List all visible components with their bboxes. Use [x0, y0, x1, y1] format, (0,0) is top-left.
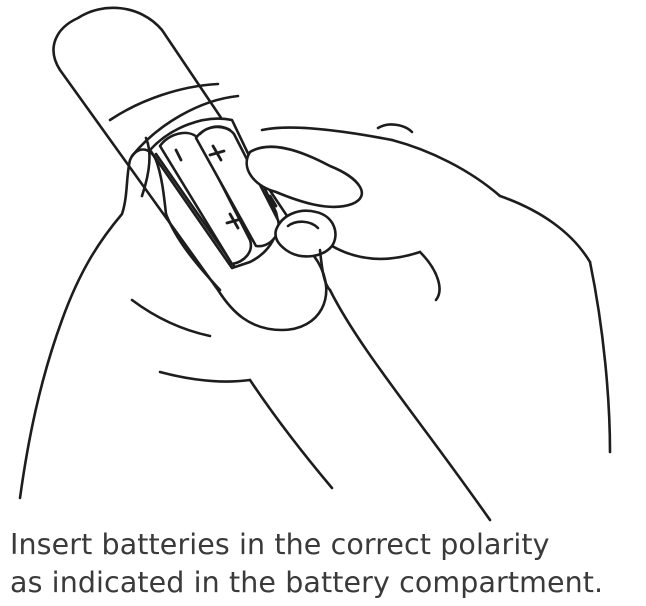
right-hand — [245, 123, 612, 522]
hands-inserting-batteries-into-remote-icon — [18, 6, 612, 522]
plus-symbol-icon — [225, 212, 243, 230]
minus-symbol-icon — [174, 148, 183, 162]
plus-symbol-icon — [208, 144, 226, 162]
instruction-caption: Insert batteries in the correct polarity… — [10, 526, 640, 602]
battery-insertion-illustration — [18, 6, 612, 522]
instruction-line-1: Insert batteries in the correct polarity — [10, 528, 550, 561]
minus-symbol-icon — [268, 194, 278, 208]
instruction-line-2: as indicated in the battery compartment. — [10, 566, 604, 599]
battery-left — [158, 131, 253, 266]
battery-right — [194, 125, 280, 248]
